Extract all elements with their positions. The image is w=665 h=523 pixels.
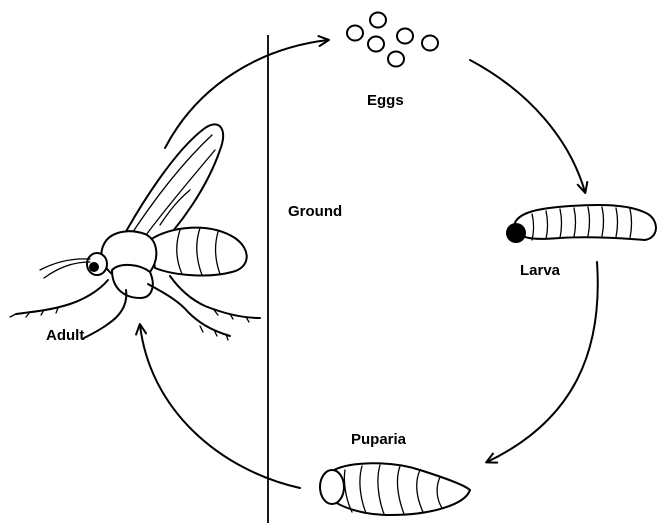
puparia-illustration [320,463,470,515]
puparia-label: Puparia [351,431,407,448]
arrow-puparia-to-adult [140,325,300,488]
adult-fly-illustration [10,124,260,340]
larva-illustration [506,205,656,243]
eggs-label: Eggs [367,92,404,109]
arrow-larva-to-puparia [487,262,598,462]
eggs-illustration [347,13,438,67]
fly-eye-icon [89,262,99,272]
arrow-adult-to-eggs [165,40,328,148]
ground-label: Ground [288,203,342,220]
larva-head-icon [506,223,526,243]
adult-label: Adult [46,327,84,344]
arrow-eggs-to-larva [470,60,585,192]
larva-label: Larva [520,262,561,279]
